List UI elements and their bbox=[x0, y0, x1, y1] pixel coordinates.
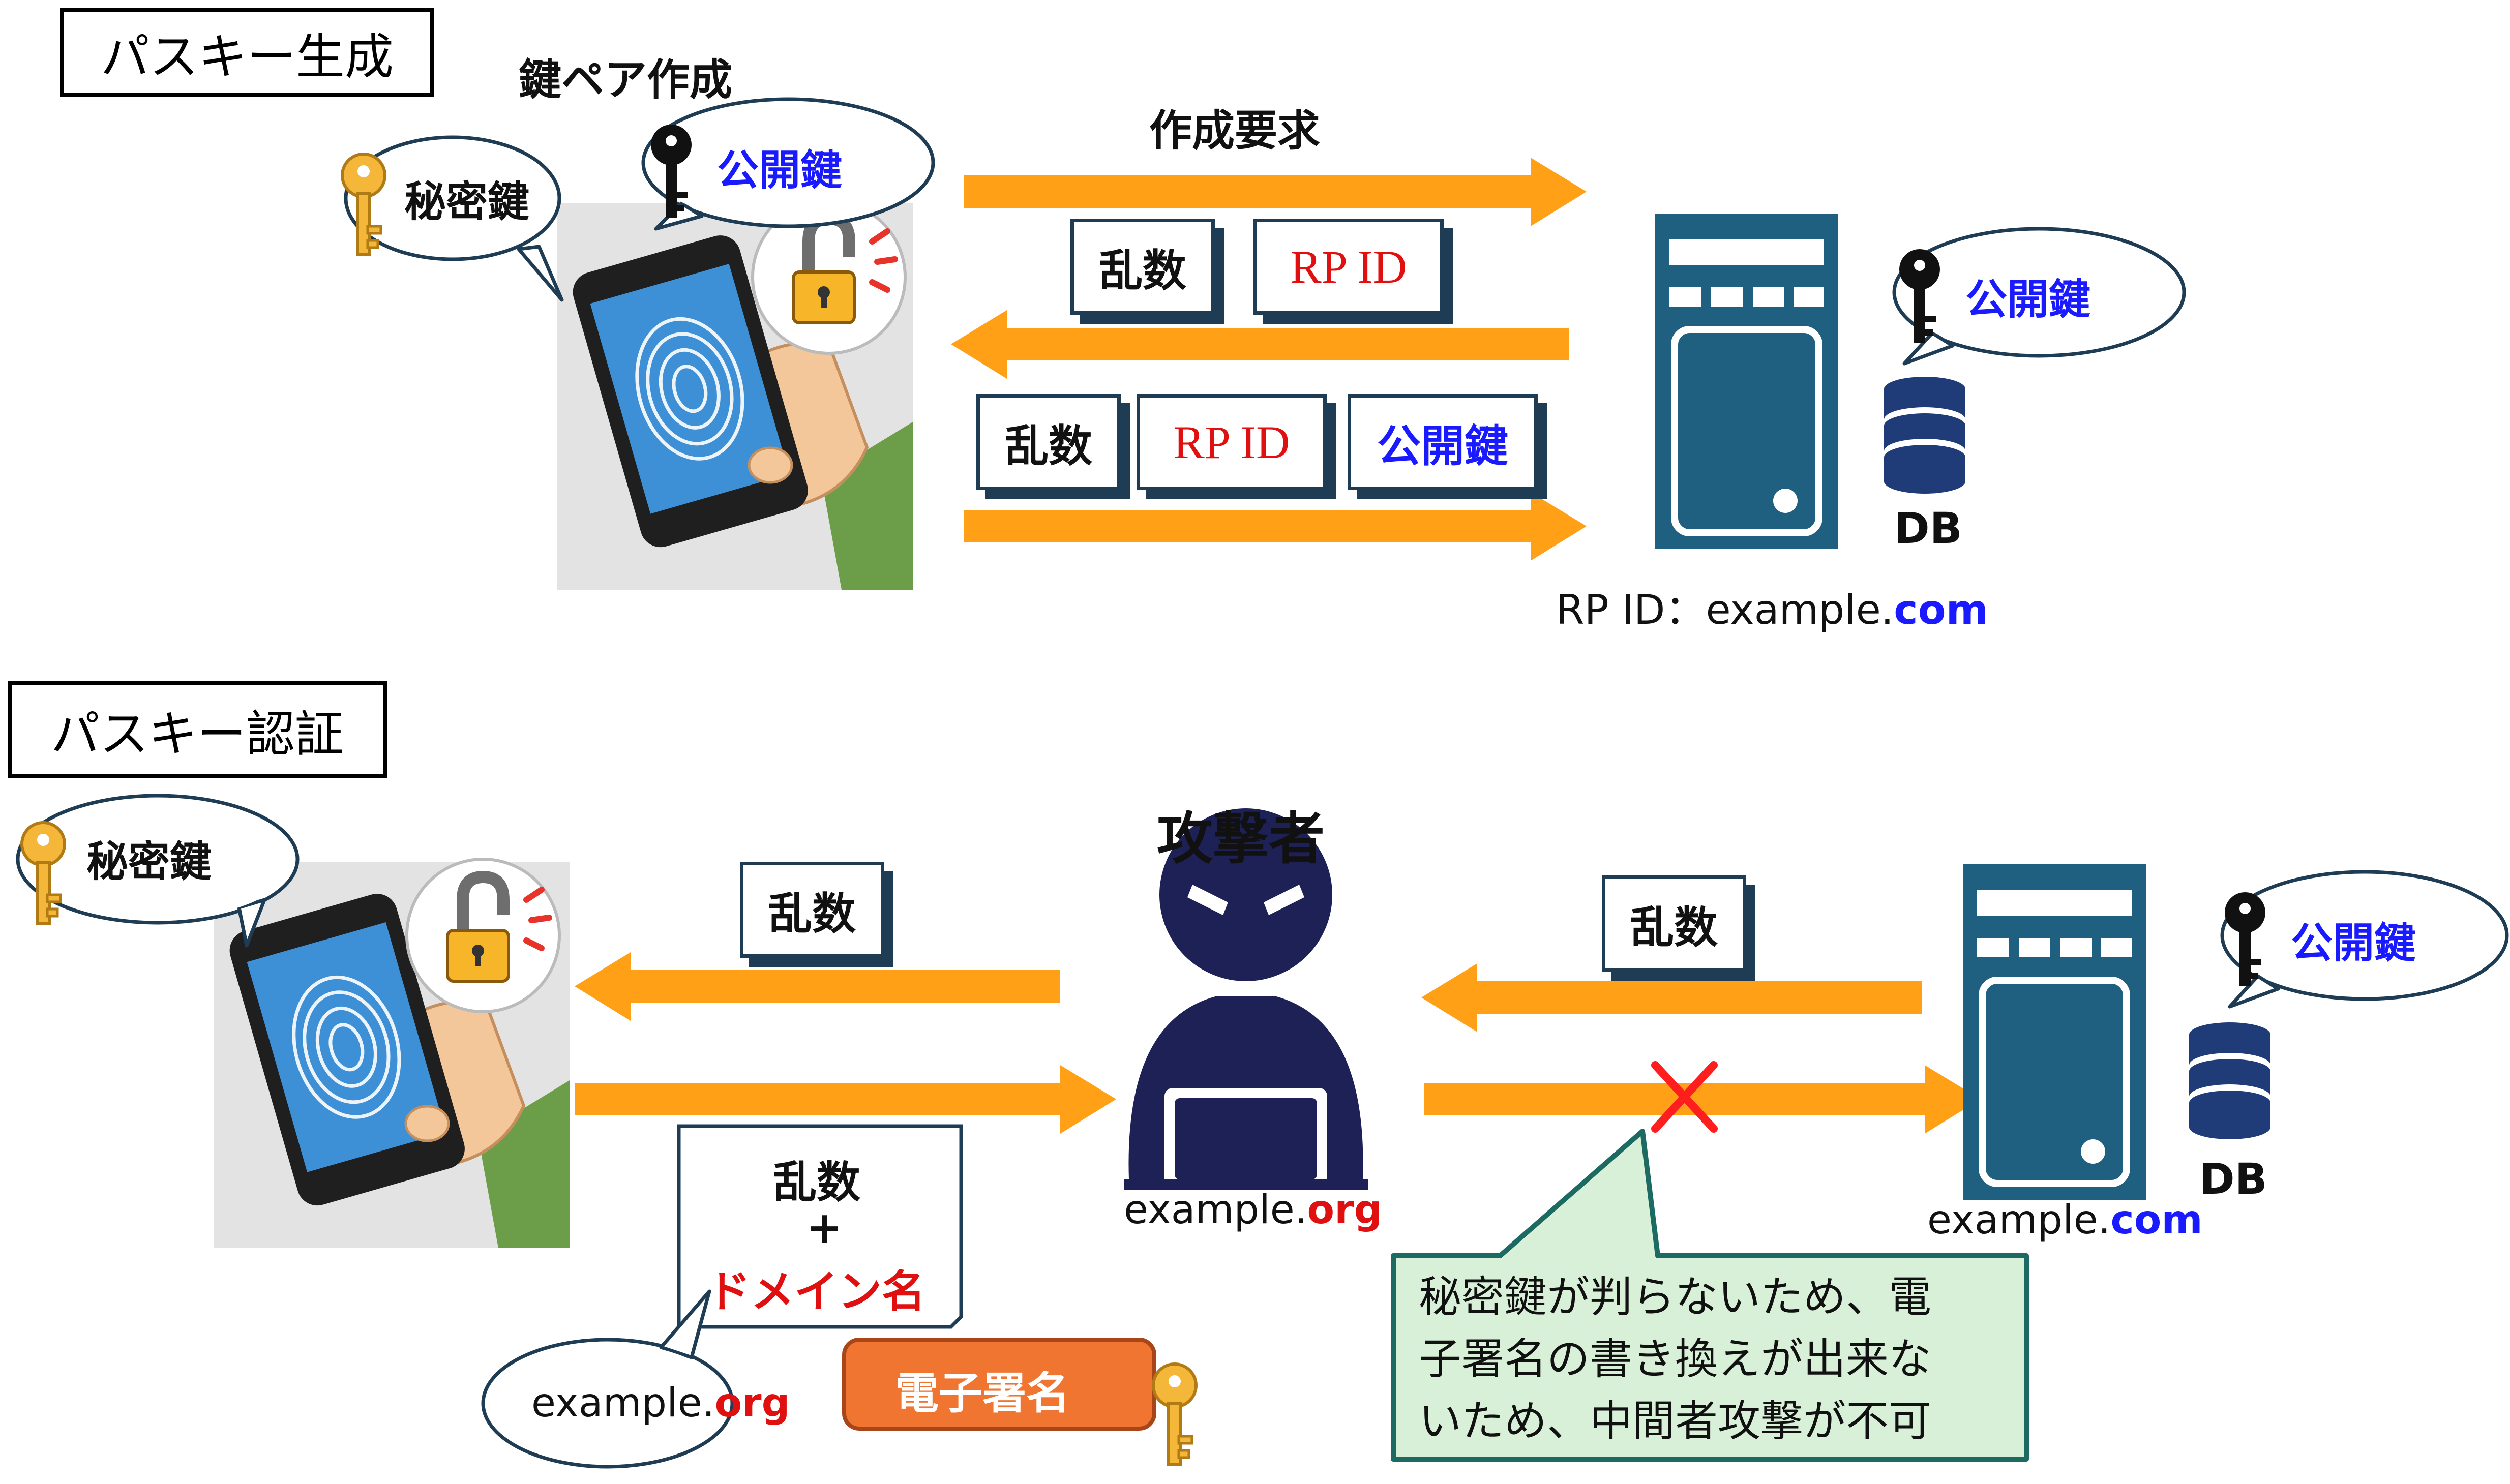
challenge-rpid-note: RP ID bbox=[1253, 219, 1444, 315]
arrow-client-to-attacker bbox=[575, 1065, 1116, 1134]
rp-server-icon bbox=[1655, 214, 1838, 549]
response-random-note: 乱数 bbox=[976, 394, 1121, 490]
explanation-line-2: 子署名の書き換えが出来な bbox=[1419, 1334, 1932, 1384]
attacker-icon bbox=[1124, 808, 1368, 1190]
private-key-bubble bbox=[344, 135, 564, 302]
arrow-random-to-client bbox=[575, 952, 1060, 1021]
signature-key-icon bbox=[1153, 1364, 1196, 1465]
public-key-label: 公開鍵 bbox=[717, 146, 843, 195]
db-label: DB bbox=[1894, 503, 1962, 553]
random-from-server-note: 乱数 bbox=[1602, 875, 1746, 972]
rpid-caption: RP ID：example.com bbox=[1556, 577, 1988, 636]
section-title-generate: パスキー生成 bbox=[60, 8, 434, 97]
payload-random: 乱数 bbox=[773, 1157, 860, 1208]
db-icon-bottom bbox=[2189, 1022, 2270, 1139]
response-public-key-note: 公開鍵 bbox=[1348, 394, 1538, 490]
server-domain-prefix: example. bbox=[1927, 1197, 2111, 1243]
signed-payload-note bbox=[677, 1124, 963, 1329]
client-domain: example.org bbox=[531, 1380, 790, 1426]
random-to-client-note: 乱数 bbox=[740, 862, 884, 958]
server-domain: example.com bbox=[1927, 1197, 2203, 1243]
client-domain-bubble bbox=[481, 1289, 734, 1469]
arrow-request bbox=[964, 158, 1587, 226]
private-key-label: 秘密鍵 bbox=[404, 178, 530, 226]
server-domain-tld: com bbox=[2110, 1197, 2203, 1243]
blocked-cross-icon bbox=[1651, 1061, 1718, 1133]
public-key-bubble-server-bottom bbox=[2220, 870, 2509, 1009]
server-public-key-label-bottom: 公開鍵 bbox=[2291, 919, 2416, 967]
attacker-label: 攻撃者 bbox=[1157, 806, 1325, 871]
client-domain-tld: org bbox=[714, 1380, 790, 1426]
rpid-caption-prefix: RP ID：example. bbox=[1556, 586, 1894, 633]
attacker-domain: example.org bbox=[1124, 1187, 1382, 1233]
arrow-response bbox=[964, 492, 1587, 561]
client-domain-prefix: example. bbox=[531, 1380, 715, 1426]
private-key-bubble-bottom bbox=[16, 794, 300, 948]
public-key-bubble bbox=[641, 97, 935, 231]
db-icon bbox=[1884, 377, 1965, 494]
explanation-line-1: 秘密鍵が判らないため、電 bbox=[1419, 1272, 1932, 1322]
arrow-challenge bbox=[951, 310, 1569, 379]
challenge-random-note: 乱数 bbox=[1070, 219, 1215, 315]
rp-server-icon-bottom bbox=[1963, 864, 2146, 1200]
db-label-bottom: DB bbox=[2199, 1154, 2267, 1204]
response-rpid-note: RP ID bbox=[1137, 394, 1327, 490]
keypair-label: 鍵ペア作成 bbox=[519, 55, 733, 105]
public-key-bubble-server bbox=[1892, 227, 2186, 366]
private-key-label-bottom: 秘密鍵 bbox=[86, 838, 212, 886]
explanation-text: 秘密鍵が判らないため、電 子署名の書き換えが出来な いため、中間者攻撃が不可 bbox=[1419, 1266, 2014, 1452]
attacker-domain-tld: org bbox=[1307, 1187, 1383, 1233]
server-public-key-label: 公開鍵 bbox=[1965, 276, 2091, 324]
attacker-domain-prefix: example. bbox=[1124, 1187, 1307, 1233]
arrow-server-to-attacker bbox=[1421, 963, 1922, 1032]
unlocked-padlock-icon-bottom bbox=[407, 859, 559, 1012]
request-label: 作成要求 bbox=[1149, 106, 1321, 156]
signature-label: 電子署名 bbox=[895, 1368, 1070, 1419]
section-title-authenticate: パスキー認証 bbox=[8, 681, 387, 778]
explanation-callout bbox=[1391, 1129, 2029, 1462]
payload-domain: ドメイン名 bbox=[707, 1266, 925, 1317]
payload-plus: + bbox=[806, 1202, 843, 1253]
explanation-line-3: いため、中間者攻撃が不可 bbox=[1419, 1396, 1932, 1446]
rpid-caption-tld: com bbox=[1894, 586, 1988, 633]
